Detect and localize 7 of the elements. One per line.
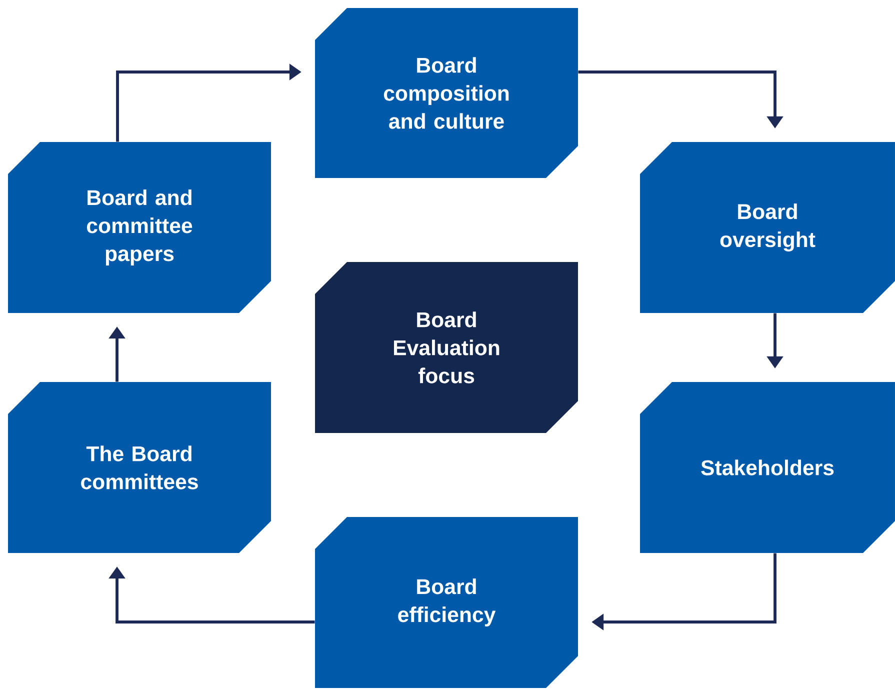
- process-box: Board composition and culture: [315, 8, 578, 178]
- process-box: The Board committees: [8, 382, 271, 553]
- process-box: Stakeholders: [640, 382, 895, 553]
- process-box: Board and committee papers: [8, 142, 271, 313]
- process-box: Board efficiency: [315, 517, 578, 688]
- process-box: Board oversight: [640, 142, 895, 313]
- focus-box: Board Evaluation focus: [315, 262, 578, 433]
